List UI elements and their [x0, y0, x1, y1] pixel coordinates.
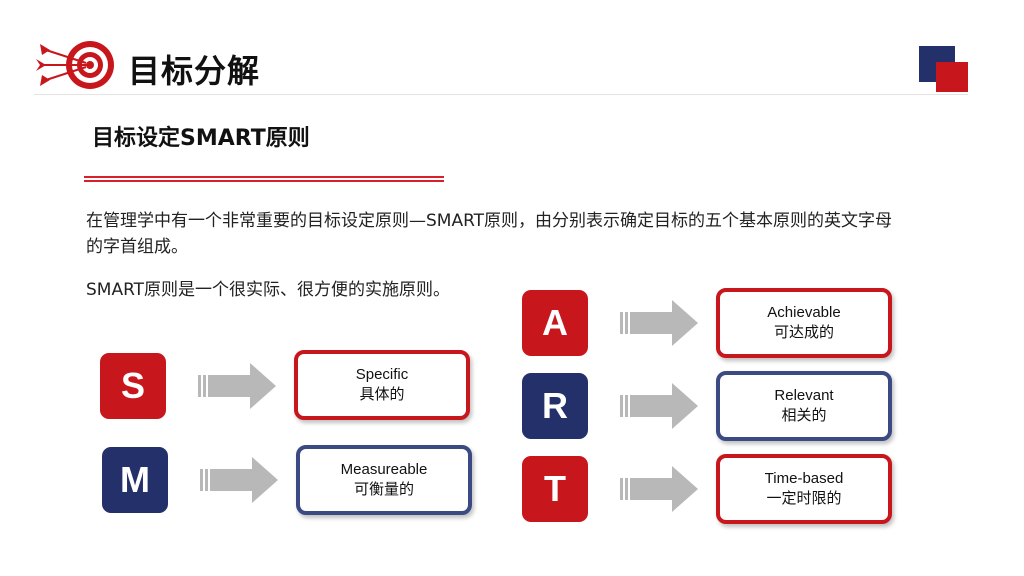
right-arrow-icon: [620, 466, 698, 512]
principle-en: Relevant: [774, 387, 834, 404]
right-arrow-icon: [200, 457, 278, 503]
right-arrow-icon: [620, 300, 698, 346]
principle-zh: 一定时限的: [766, 490, 842, 507]
principle-box-time-based: Time-based 一定时限的: [716, 454, 892, 524]
principle-zh: 可衡量的: [353, 481, 414, 498]
header-divider: [34, 94, 968, 95]
section-title: 目标设定SMART原则: [92, 126, 310, 151]
right-arrow-icon: [620, 383, 698, 429]
principle-box-achievable: Achievable 可达成的: [716, 288, 892, 358]
principle-box-measureable: Measureable 可衡量的: [296, 445, 472, 515]
section-divider: [84, 176, 444, 182]
intro-paragraph-1: 在管理学中有一个非常重要的目标设定原则—SMART原则，由分别表示确定目标的五个…: [86, 211, 893, 257]
letter-tile-m: M: [102, 447, 168, 513]
principle-box-relevant: Relevant 相关的: [716, 371, 892, 441]
principle-en: Achievable: [767, 304, 841, 321]
principle-en: Specific: [355, 366, 409, 383]
principle-box-specific: Specific 具体的: [294, 350, 470, 420]
principle-zh: 相关的: [781, 407, 827, 424]
letter-tile-a: A: [522, 290, 588, 356]
principle-en: Measureable: [340, 461, 428, 478]
principle-en: Time-based: [764, 470, 844, 487]
right-arrow-icon: [198, 363, 276, 409]
letter-tile-t: T: [522, 456, 588, 522]
corner-decoration-red: [936, 62, 968, 92]
letter-tile-r: R: [522, 373, 588, 439]
principle-zh: 可达成的: [773, 324, 834, 341]
intro-paragraph-2: SMART原则是一个很实际、很方便的实施原则。: [86, 280, 451, 300]
letter-tile-s: S: [100, 353, 166, 419]
target-with-arrows-icon: [36, 41, 114, 89]
principle-zh: 具体的: [359, 386, 405, 403]
page-title: 目标分解: [128, 52, 261, 90]
